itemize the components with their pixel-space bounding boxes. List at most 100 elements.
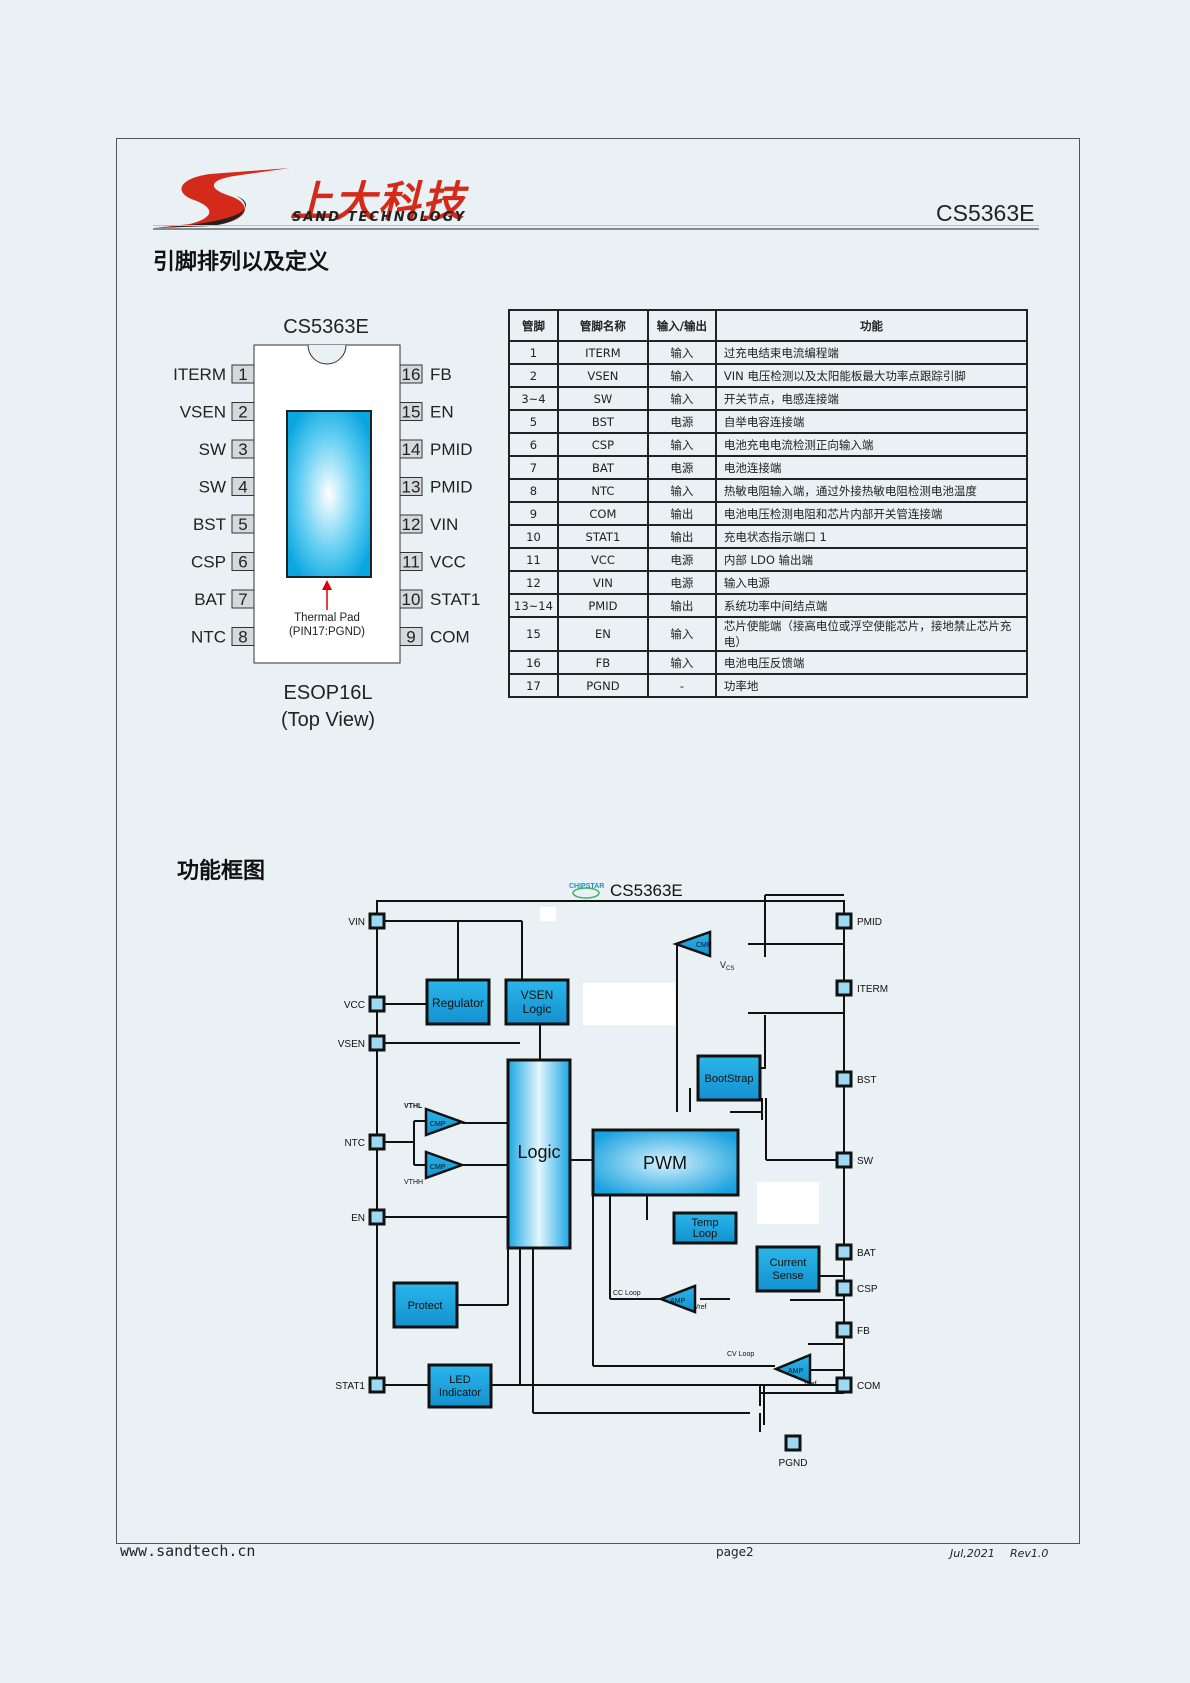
svg-text:CMP: CMP [696,942,712,949]
bd-right-pin-label: BAT [857,1248,876,1259]
vsen-logic-label-1: VSEN [521,988,554,1002]
bd-left-pin-label: VCC [344,1000,365,1011]
pgnd-pin [784,1434,802,1452]
cell-io: 输入 [646,432,717,457]
cell-pin: 1 [508,340,559,365]
bd-right-pin-label: CSP [857,1284,878,1295]
th-pin: 管脚 [508,309,559,342]
right-pin-name: VIN [430,515,458,534]
footer-date: Jul,2021 [950,1547,995,1560]
cell-pin: 13~14 [508,593,559,618]
bd-right-pin [835,979,853,997]
th-pin-name: 管脚名称 [556,309,649,342]
footer-rev: Rev1.0 [1010,1547,1049,1560]
vsen-logic-label-2: Logic [523,1002,552,1016]
left-pin-name: CSP [191,553,226,572]
bd-right-pin [835,1279,853,1297]
cell-io: 电源 [646,455,717,480]
left-pin-number: 8 [238,628,247,647]
cell-io: 输入 [646,478,717,503]
block-diagram-title: CS5363E [610,881,683,900]
model-number: CS5363E [936,200,1035,226]
th-io: 输入/输出 [646,309,717,342]
bd-left-pin [368,995,386,1013]
cell-pin: 3~4 [508,386,559,411]
svg-text:CC Loop: CC Loop [613,1290,641,1297]
bd-left-pin-label: EN [351,1213,365,1224]
cell-function: 内部 LDO 输出端 [714,547,1029,572]
cell-pin: 17 [508,673,559,698]
right-pin-name: PMID [430,478,473,497]
right-pin-number: 10 [402,590,421,609]
right-pin-box [399,514,423,534]
cell-io: 电源 [646,547,717,572]
cell-function: 热敏电阻输入端，通过外接热敏电阻检测电池温度 [714,478,1029,503]
bd-right-pin-label: ITERM [857,984,888,995]
right-pin-box [399,439,423,459]
cell-name: VCC [556,547,649,572]
pwm-label: PWM [643,1153,687,1173]
footer-website: www.sandtech.cn [120,1542,256,1560]
cell-function: 芯片使能端（接高电位或浮空使能芯片，接地禁止芯片充电） [714,616,1029,652]
cell-pin: 7 [508,455,559,480]
cell-pin: 5 [508,409,559,434]
thermal-pad-line1: Thermal Pad [294,612,360,624]
cell-pin: 2 [508,363,559,388]
cell-io: 输入 [646,340,717,365]
led-indicator-block [427,1363,493,1409]
pinout-section-title: 引脚排列以及定义 [153,250,330,275]
cell-name: CSP [556,432,649,457]
svg-text:CMP: CMP [430,1164,446,1171]
right-pin-name: VCC [430,553,466,572]
temp-loop-label-2: Loop [693,1228,717,1240]
logo-chinese: 上大科技 [290,177,467,226]
protect-label: Protect [408,1300,443,1312]
bd-right-pin [835,1376,853,1394]
cell-function: 功率地 [714,673,1029,698]
right-pin-number: 14 [402,440,421,459]
cell-function: VIN 电压检测以及太阳能板最大功率点跟踪引脚 [714,363,1029,388]
pwm-block [591,1128,740,1197]
bd-left-pin-label: STAT1 [335,1381,365,1392]
iterm-cmp [672,930,712,958]
left-pin-number: 3 [238,440,247,459]
cell-name: PMID [556,593,649,618]
cell-name: ITERM [556,340,649,365]
sand-logo-icon [154,168,290,228]
cell-name: EN [556,616,649,652]
cell-function: 充电状态指示端口 1 [714,524,1029,549]
cc-amp [657,1284,697,1314]
cell-io: 输出 [646,524,717,549]
bd-right-pin [835,912,853,930]
cell-pin: 15 [508,616,559,652]
bd-right-pin-label: BST [857,1075,876,1086]
right-pin-number: 15 [402,403,421,422]
svg-text:CMP: CMP [430,1121,446,1128]
cell-name: NTC [556,478,649,503]
bd-right-pin-label: COM [857,1381,880,1392]
bd-right-pin [835,1321,853,1339]
right-pin-box [399,552,423,571]
cell-io: 输入 [646,616,717,652]
vcs-label: V [720,960,726,970]
left-pin-box [231,627,255,646]
cell-function: 电池电压检测电阻和芯片内部开关管连接端 [714,501,1029,526]
left-pin-box [231,552,255,571]
svg-text:CV Loop: CV Loop [727,1351,754,1358]
svg-text:VTHH: VTHH [404,1179,423,1186]
bd-left-pin [368,912,386,930]
svg-text:VTHL: VTHL [404,1103,423,1110]
thermal-pad-line2: (PIN17:PGND) [289,626,365,638]
ntc-cmp-high [424,1107,466,1137]
cell-pin: 6 [508,432,559,457]
left-pin-box [231,402,255,421]
right-pin-box [399,627,423,646]
cell-io: 输入 [646,363,717,388]
current-sense-label-2: Sense [772,1270,803,1282]
